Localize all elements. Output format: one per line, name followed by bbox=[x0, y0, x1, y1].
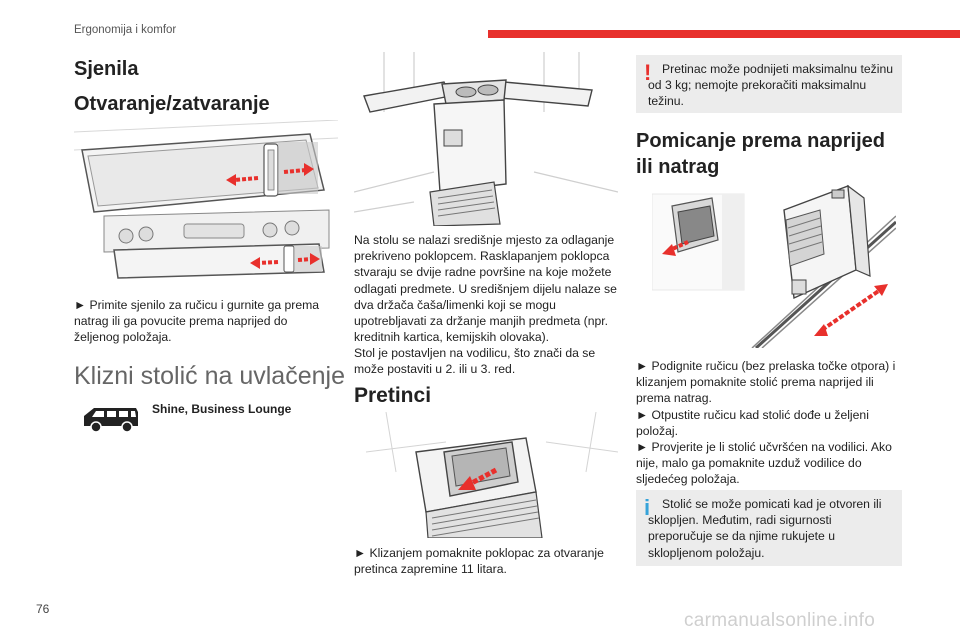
sunshade-illustration bbox=[74, 120, 338, 285]
move-forward-back-title: Pomicanje prema naprijed ili natrag bbox=[636, 130, 885, 178]
warning-icon: ! bbox=[644, 60, 652, 85]
sunshade-caption: ► Primite sjenilo za ručicu i gurnite ga… bbox=[74, 298, 320, 345]
sliding-table-title: Klizni stolić na uvlačenje bbox=[74, 362, 345, 390]
sunshade-title: Sjenila bbox=[74, 58, 139, 80]
weight-warning-box: ! Pretinac može podnijeti maksimalnu tež… bbox=[636, 55, 902, 113]
info-note-box: i Stolić se može pomicati kad je otvoren… bbox=[636, 490, 902, 566]
page-number: 76 bbox=[36, 602, 50, 616]
move-steps: ► Podignite ručicu (bez prelaska točke o… bbox=[636, 358, 904, 488]
header-accent-bar bbox=[488, 30, 960, 38]
step-3: ► Provjerite je li stolić učvršćen na vo… bbox=[636, 440, 892, 487]
watermark: carmanualsonline.info bbox=[684, 610, 876, 631]
weight-warning-text: Pretinac može podnijeti maksimalnu težin… bbox=[648, 62, 893, 109]
van-icon bbox=[80, 404, 142, 434]
info-note-text: Stolić se može pomicati kad je otvoren i… bbox=[648, 497, 882, 560]
section-header: Ergonomija i komfor bbox=[74, 24, 177, 36]
open-close-subtitle: Otvaranje/zatvaranje bbox=[74, 93, 270, 115]
table-description: Na stolu se nalazi središnje mjesto za o… bbox=[354, 233, 617, 345]
compartment-caption: ► Klizanjem pomaknite poklopac za otvara… bbox=[354, 546, 604, 577]
trim-availability: Shine, Business Lounge bbox=[152, 402, 292, 416]
sliding-table-illustration bbox=[354, 52, 618, 226]
table-rail-description: Stol je postavljen na vodilicu, što znač… bbox=[354, 346, 596, 377]
step-1: ► Podignite ručicu (bez prelaska točke o… bbox=[636, 359, 896, 406]
step-2: ► Otpustite ručicu kad stolić dođe u žel… bbox=[636, 407, 869, 438]
compartment-illustration bbox=[366, 412, 618, 538]
table-move-illustration bbox=[652, 180, 896, 348]
info-icon: i bbox=[644, 495, 651, 520]
compartments-title: Pretinci bbox=[354, 384, 432, 407]
